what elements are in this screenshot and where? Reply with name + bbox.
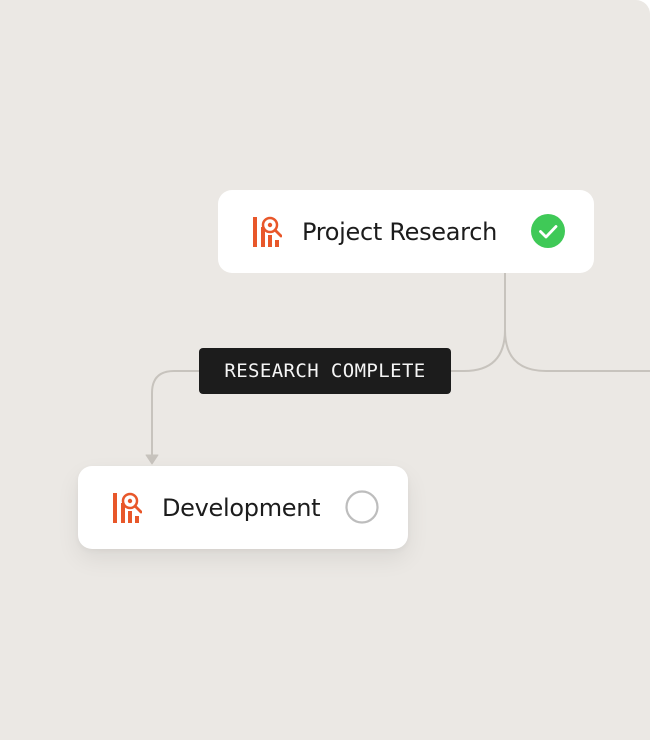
research-chart-icon: [113, 492, 142, 523]
edge-label-research-complete: RESEARCH COMPLETE: [199, 348, 451, 394]
connector-branch-right: [504, 329, 650, 372]
node-label: Project Research: [302, 217, 498, 246]
check-circle-icon: [531, 214, 565, 248]
empty-circle-icon: [345, 490, 379, 524]
node-development[interactable]: Development: [78, 466, 408, 549]
node-project-research[interactable]: Project Research: [218, 190, 594, 273]
research-chart-icon: [253, 216, 282, 247]
node-label: Development: [162, 493, 321, 522]
connector-arrowhead: [145, 454, 159, 465]
